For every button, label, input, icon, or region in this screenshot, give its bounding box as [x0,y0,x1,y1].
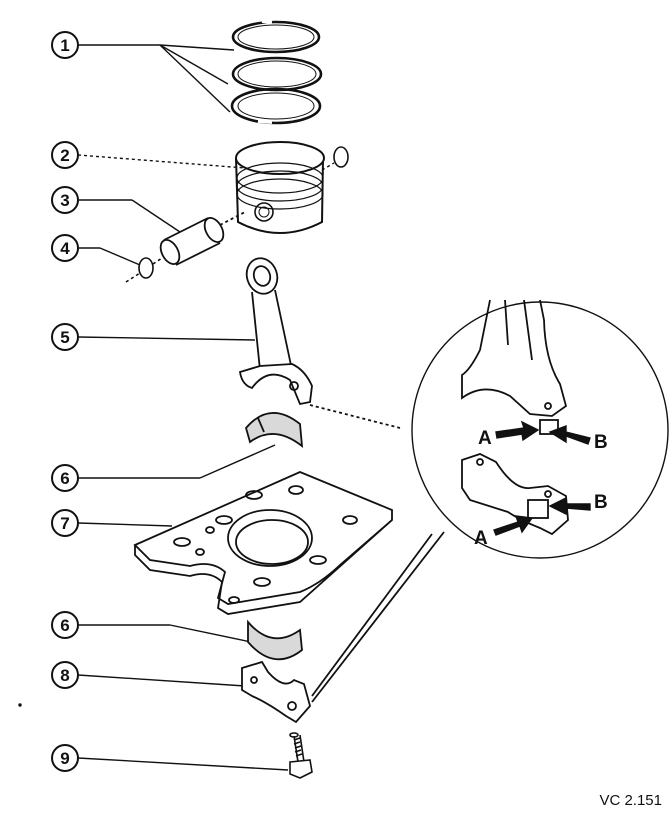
label-b-top: B [594,432,608,453]
callout-7: 7 [51,509,173,537]
piston-pin [159,211,246,266]
callout-4-number: 4 [60,239,70,258]
label-a-bottom: A [474,528,488,549]
callout-1-number: 1 [60,36,69,55]
label-a-top: A [478,428,492,449]
callout-9: 9 [51,744,289,772]
arrow-a-bottom [493,515,534,536]
detail-inset: A B B A [411,299,669,559]
callout-3-number: 3 [60,191,69,210]
callout-2-number: 2 [60,146,69,165]
callout-5: 5 [51,323,256,351]
upper-bearing-shell [245,412,304,448]
callout-8-number: 8 [60,666,69,685]
callout-9-number: 9 [60,749,69,768]
callout-6-bottom-number: 6 [60,616,69,635]
callout-4: 4 [51,234,141,266]
detail-cap-section [461,453,569,536]
arrow-b-top [548,424,591,445]
callout-6-top: 6 [51,444,276,492]
connecting-rod [238,257,401,429]
callout-8: 8 [51,661,246,689]
bearing-cap [241,531,445,724]
callout-7-number: 7 [60,514,69,533]
piston-rings [230,19,323,125]
callout-5-number: 5 [60,328,69,347]
callout-2: 2 [51,141,246,169]
cap-bolt [289,732,313,779]
piston [235,141,349,234]
label-b-bottom: B [594,492,608,513]
arrow-b-bottom [548,496,591,516]
callout-6-top-number: 6 [60,469,69,488]
arrow-a-top [495,420,540,442]
figure-code: VC 2.151 [599,792,662,809]
circlip [125,257,163,283]
callout-3: 3 [51,186,181,233]
callout-6-bottom: 6 [51,611,257,644]
bed-plate [133,471,393,615]
lower-bearing-shell [247,619,303,661]
callout-1: 1 [51,31,235,113]
